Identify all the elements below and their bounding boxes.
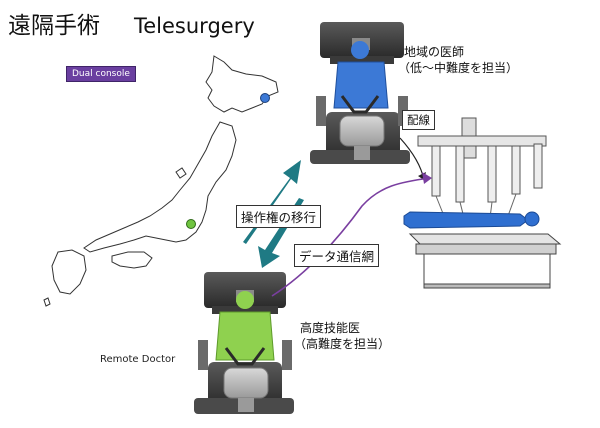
network-line [271,177,431,297]
southern-islet [43,297,51,307]
transfer-arrow-up [243,160,301,244]
wiring-label: 配線 [402,110,435,130]
control-transfer-label: 操作権の移行 [236,205,322,228]
local-surgeon-seat [339,115,385,160]
operating-table [408,233,562,289]
remote-location-marker [186,219,196,229]
network-arrowhead [422,172,432,184]
dual-console-badge: Dual console [66,66,136,82]
local-doctor-line1: 地域の医師 [404,45,465,59]
network-label: データ通信網 [294,244,380,267]
honshu-island [83,121,237,253]
remote-doctor-english-label: Remote Doctor [100,354,176,365]
japan-map [43,55,279,307]
title-japanese: 遠隔手術 [8,13,100,39]
hokkaido-island [205,55,279,113]
page-title: 遠隔手術 Telesurgery [8,6,255,40]
remote-doctor-line1: 高度技能医 [300,321,361,335]
kyushu-island [51,249,87,295]
remote-surgeon-seat [223,367,269,412]
surgical-robot [417,117,547,219]
remote-surgeon-figure [215,291,275,366]
title-english: Telesurgery [134,14,255,38]
local-location-marker [260,93,270,103]
shikoku-island [111,251,153,269]
sado-island [175,167,187,179]
remote-doctor-label: 高度技能医 （高難度を担当） [294,320,390,352]
remote-doctor-line2: （高難度を担当） [294,337,391,351]
local-doctor-label: 地域の医師 （低～中難度を担当） [398,44,518,76]
local-doctor-line2: （低～中難度を担当） [398,61,519,75]
patient-figure [403,211,540,229]
local-surgeon-figure [333,41,389,114]
